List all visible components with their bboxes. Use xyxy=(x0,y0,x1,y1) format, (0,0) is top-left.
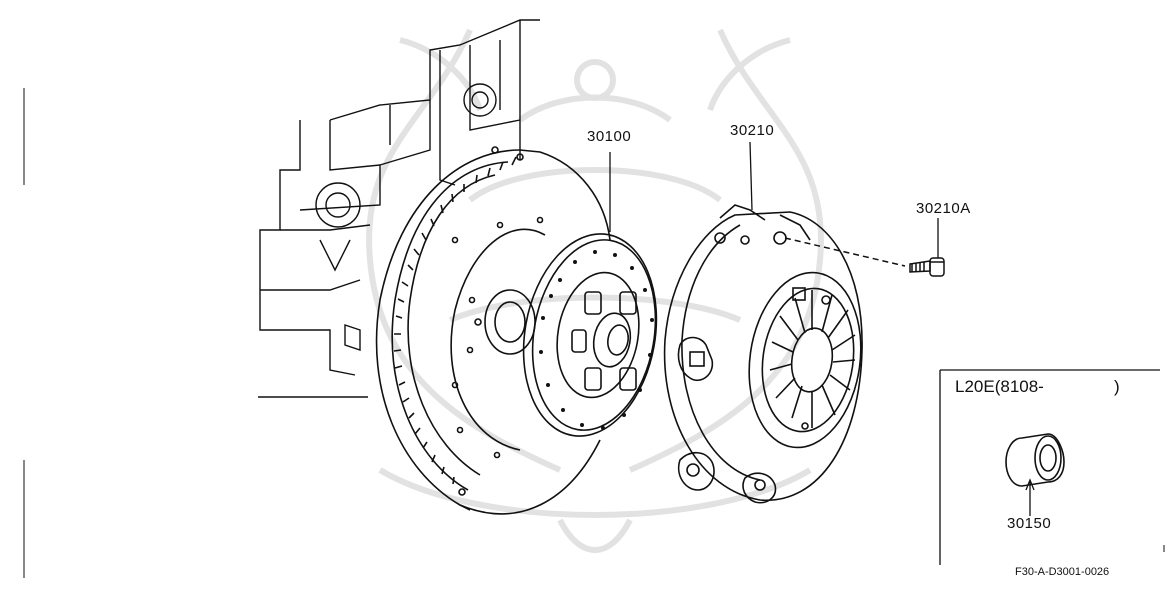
part-number-clutch-disc: 30100 xyxy=(587,128,632,145)
leader-lines xyxy=(609,141,1035,516)
clutch-disc-drawing xyxy=(522,233,658,437)
flywheel-drawing xyxy=(375,146,611,515)
margin-marks xyxy=(23,88,1165,578)
diagram-reference-code: F30-A-D3001-0026 xyxy=(1015,566,1110,578)
part-number-cover-bolt: 30210A xyxy=(916,200,971,217)
bolt-drawing xyxy=(784,237,945,277)
inset-title: L20E(8108- xyxy=(955,377,1044,396)
part-number-release-bearing: 30150 xyxy=(1007,515,1052,532)
release-bearing-drawing xyxy=(1005,433,1065,487)
inset-box xyxy=(939,369,1160,565)
inset-title-close: ) xyxy=(1114,377,1120,396)
samurai-helmet-watermark-icon xyxy=(366,28,824,553)
part-number-clutch-cover: 30210 xyxy=(730,122,775,139)
clutch-cover-drawing xyxy=(663,204,863,504)
engine-block-drawing xyxy=(258,19,540,398)
